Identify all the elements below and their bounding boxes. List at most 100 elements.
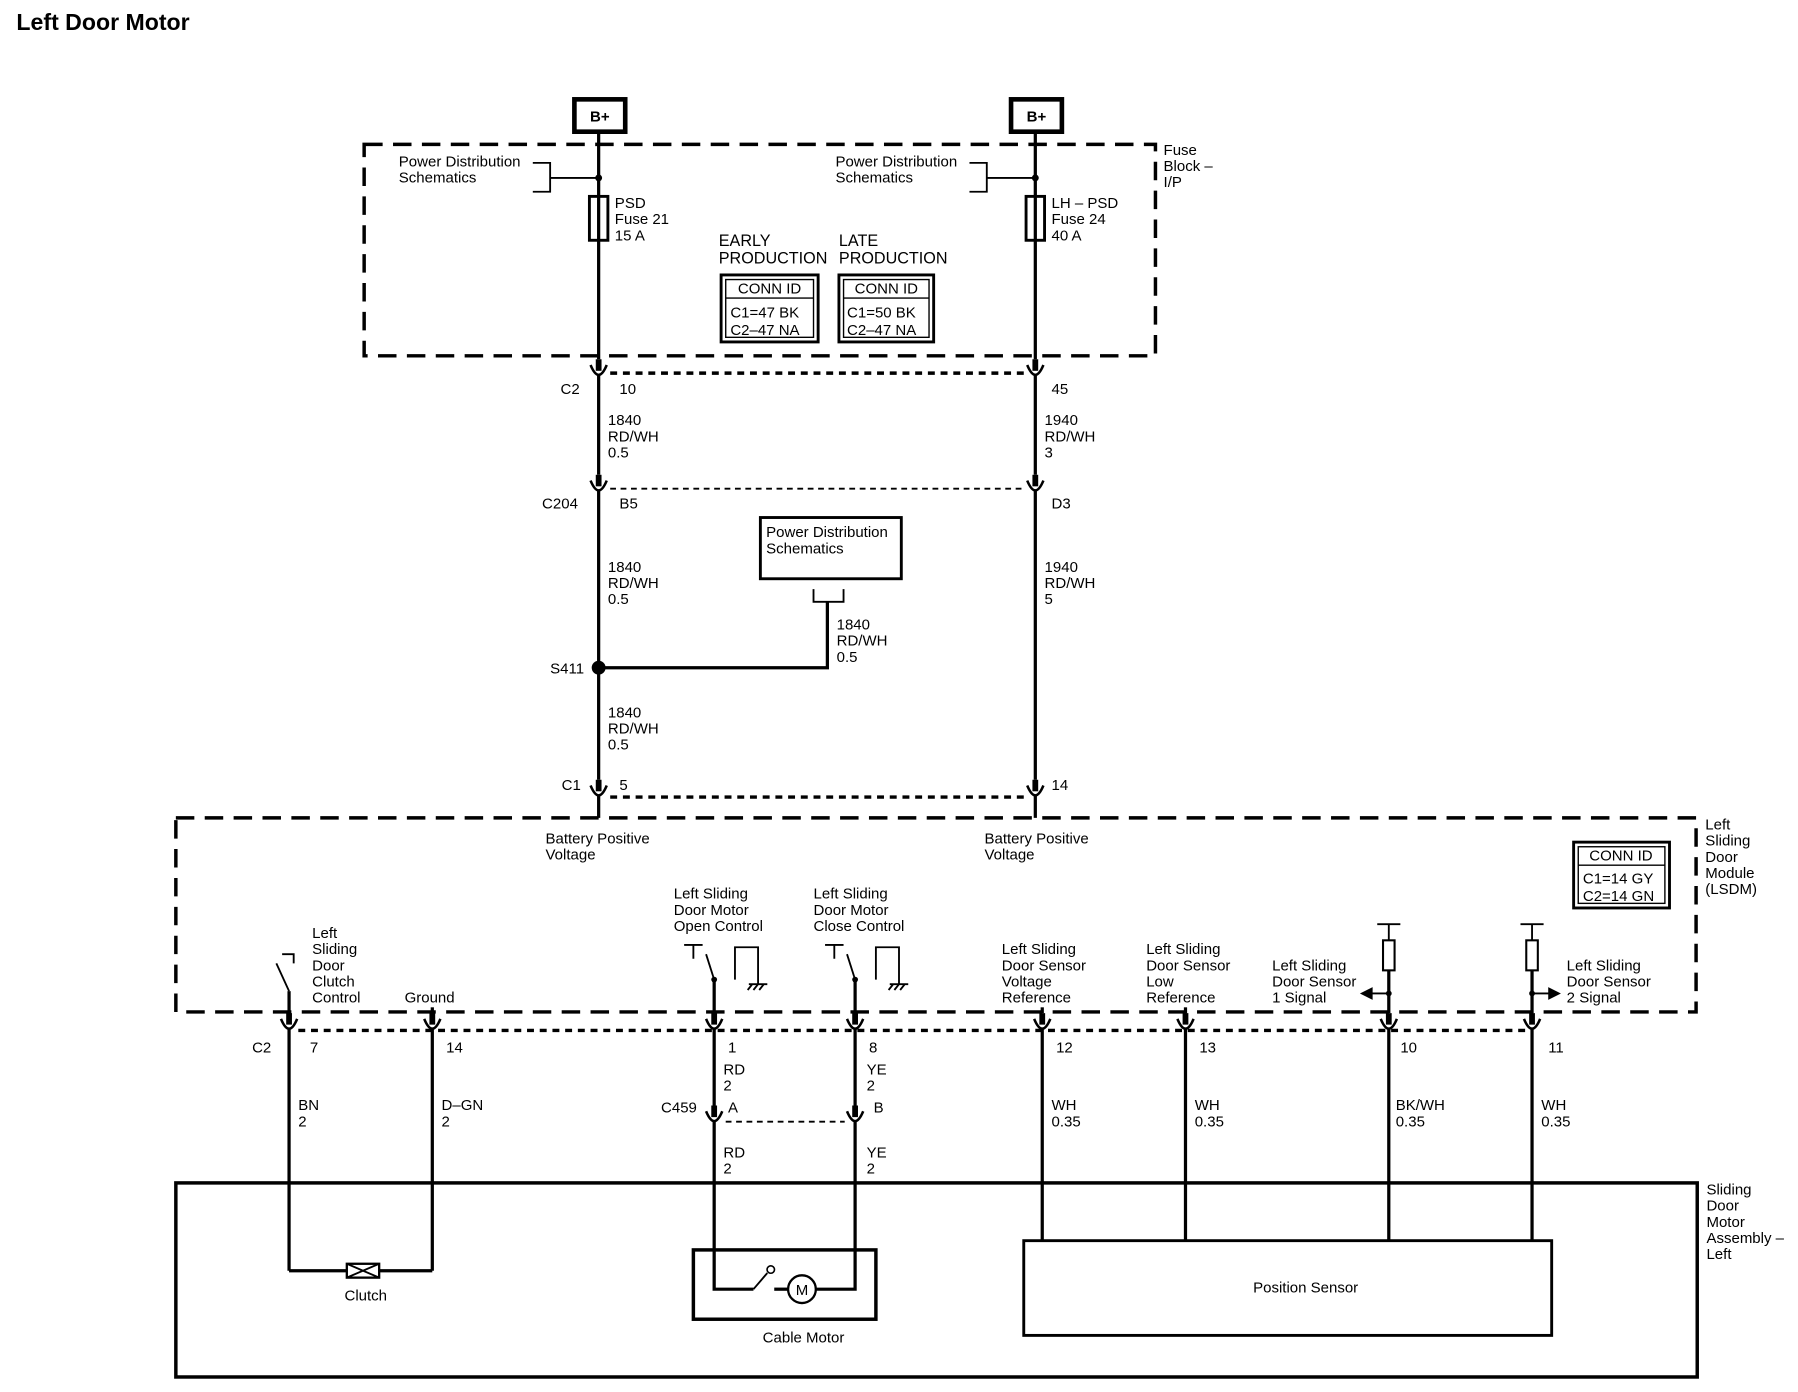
reference-label-line: Power Distribution [835,153,957,170]
wire-gauge: 2 [723,1161,731,1178]
connector-pin-number: 12 [1056,1039,1073,1056]
conn-id-entry: C2–47 NA [847,322,916,339]
circuit-label-line: Door Sensor [1272,974,1356,991]
circuit-label-line: Voltage [1002,974,1052,991]
assembly-label-line: Door [1706,1198,1739,1215]
switch-blade [275,963,290,992]
circuit-label-line: Left Sliding [1146,941,1220,958]
assembly-label-line: Left [1706,1246,1732,1263]
wire-label-sensor-1-signal: BK/WH 0.35 [1396,1097,1445,1130]
wire-gauge: 5 [1045,591,1053,608]
circuit-label-line: 2 Signal [1567,990,1621,1007]
assembly-label-line: Motor [1706,1214,1744,1231]
battery-positive-voltage-input-right: Battery Positive Voltage [984,830,1088,863]
connector-pins [286,1013,1535,1025]
wire-label-open-control-upper: RD 2 [723,1061,745,1094]
lsdm-label: Left Sliding Door Module (LSDM) [1705,816,1757,898]
circuit-label-line: Door [312,957,345,974]
wire-gauge: 0.5 [608,444,629,461]
lsdm-conn-id: CONN ID C1=14 GY C2=14 GN [1572,840,1671,910]
fuse-label-line: 40 A [1051,227,1081,244]
connector-pin-number: 5 [619,777,627,794]
connector-pin-number: D3 [1051,495,1070,512]
circuit-label: Ground [405,990,455,1007]
production-heading-line: PRODUCTION [719,249,828,267]
battery-positive-left: B+ [572,97,628,135]
wire-gauge: 2 [867,1161,875,1178]
wire-label-right-c204-c1: 1940 RD/WH 5 [1045,559,1096,608]
reference-bracket [812,589,845,603]
circuit-label-line: Control [312,990,360,1007]
fuse-label-line: PSD [615,195,646,212]
wire-gauge: 0.5 [608,591,629,608]
connector-name: C1 [562,777,581,794]
reference-label-line: Schematics [399,170,477,187]
ground-circuit: Ground [405,990,455,1014]
power-supply-symbol [684,944,703,959]
thermal-breaker-blade [752,1272,769,1290]
conn-id-entry: C1=47 BK [730,305,799,322]
module-label-line: Door [1705,849,1738,866]
wire-gauge: 0.35 [1541,1113,1570,1130]
fuse-right: LH – PSD Fuse 24 40 A [1024,195,1118,244]
wire-gauge: 0.35 [1051,1113,1080,1130]
connector-socket [1026,785,1045,797]
reference-label-line: Schematics [835,170,913,187]
conn-id-entry: C2–47 NA [730,322,799,339]
diagram-title: Left Door Motor [16,9,189,35]
assembly-label-line: Assembly – [1706,1230,1784,1247]
connector-c459: C459 A B [661,1099,884,1123]
connector-c204: C204 B5 D3 [542,474,1071,512]
circuit-label-line: Door Sensor [1567,974,1651,991]
sensor-low-reference-circuit: Left Sliding Door Sensor Low Reference [1146,941,1230,1014]
conn-id-entry: C1=50 BK [847,305,916,322]
splice-name: S411 [550,660,584,677]
wire-color: BK/WH [1396,1097,1445,1114]
wire-circuit-number: 1940 [1045,559,1078,576]
switch-blade [846,953,856,980]
connector-socket [589,785,608,797]
motor-assembly-boundary [174,1181,1699,1379]
pull-up-resistor [1381,939,1396,972]
wire-label-left-c2-c204: 1840 RD/WH 0.5 [608,412,659,461]
connector-name: C204 [542,495,578,512]
connector-c1: C1 5 14 [562,777,1068,799]
reference-label-line: Schematics [766,540,844,557]
wire-color: RD [723,1144,745,1161]
conn-id-title: CONN ID [855,280,919,297]
battery-positive-left-label: B+ [590,108,610,125]
input-label-line: Voltage [546,846,596,863]
wire-gauge: 2 [442,1113,450,1130]
reference-bracket [532,161,599,193]
wire-gauge: 2 [867,1077,875,1094]
connector-sockets [279,1018,1542,1030]
position-sensor-label: Position Sensor [1253,1280,1358,1297]
sensor-1-signal-circuit: Left Sliding Door Sensor 1 Signal [1272,923,1401,1014]
connector-pin-number: 1 [728,1039,736,1056]
early-production-conn-id: EARLY PRODUCTION CONN ID C1=47 BK C2–47 … [719,232,828,344]
circuit-label-line: Left Sliding [1002,941,1076,958]
circuit-label-line: Door Motor [674,902,749,919]
circuit-label-line: Clutch [312,974,355,991]
power-distribution-reference-left: Power Distribution Schematics [399,153,603,193]
connector-name: C459 [661,1099,697,1116]
wire-color: RD/WH [1045,575,1096,592]
wire-gauge: 3 [1045,444,1053,461]
wire-label-sensor-2-signal: WH 0.35 [1541,1097,1570,1130]
circuit-label-line: Sliding [312,941,357,958]
module-label-line: Sliding [1705,833,1750,850]
splice-branch-circuit: 1840 RD/WH 0.5 [598,601,888,670]
wire-color: RD/WH [837,633,888,650]
power-distribution-schematics-box: Power Distribution Schematics [758,516,903,603]
motor-symbol-label: M [796,1282,809,1299]
ground-contact [734,946,759,985]
fuse-left: PSD Fuse 21 15 A [587,195,669,244]
wire-color: RD/WH [608,575,659,592]
connector-pin-number: A [728,1099,738,1116]
motor-assembly-label: Sliding Door Motor Assembly – Left [1706,1181,1784,1263]
production-heading-line: EARLY [719,232,771,250]
conn-id-box [837,273,936,344]
wire-color: RD [723,1061,745,1078]
conn-id-title: CONN ID [1589,848,1653,865]
